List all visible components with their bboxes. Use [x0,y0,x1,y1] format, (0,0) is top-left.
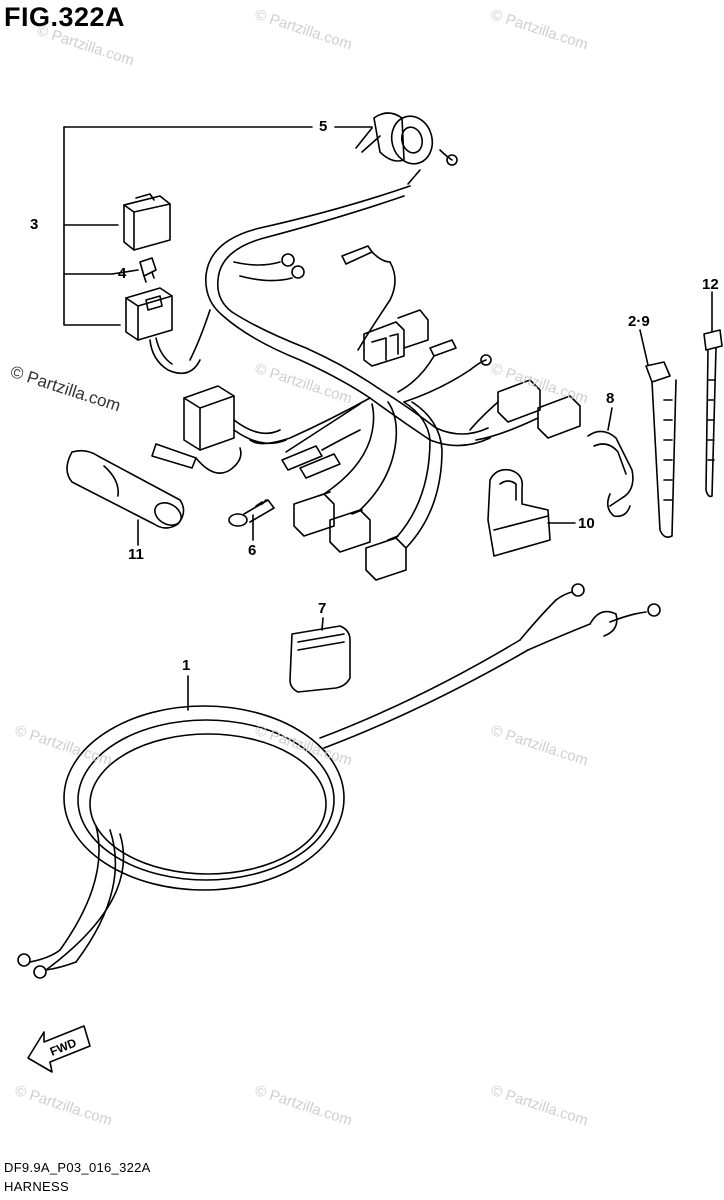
part-11-protector-tube [66,449,185,529]
left-pin-connector [151,443,242,474]
part-5-grommet [355,112,458,185]
callout-2-9: 2·9 [628,313,650,330]
relay-socket [125,287,201,375]
leader-lines [63,126,713,711]
figure-code: DF9.9A_P03_016_322A [4,1160,151,1175]
right-couplers [397,339,581,441]
upper-connector [341,245,396,351]
bullet-connectors [281,429,361,479]
callout-5: 5 [319,118,328,135]
left-coupler [183,385,287,451]
part-6-clip [228,499,275,527]
part-1-long-harness [17,583,661,979]
part-12-cable-tie [703,329,723,498]
callout-6: 6 [248,542,257,559]
callout-1: 1 [182,657,191,674]
callout-4: 4 [118,265,127,282]
callout-11: 11 [128,546,144,563]
main-harness-bundle [189,185,491,453]
callout-8: 8 [606,390,615,407]
fwd-arrow [27,1025,91,1073]
center-coupler [363,309,429,367]
figure-title: FIG.322A [4,2,126,32]
callout-7: 7 [318,600,327,617]
callout-10: 10 [578,515,595,532]
part-7-grommet [289,625,351,693]
callout-3: 3 [30,216,39,233]
part-8-clamp [587,430,634,518]
callout-12: 12 [702,276,719,293]
part-10-clamp [487,468,551,557]
part-2-9-cable-tie [645,361,677,538]
figure-name: HARNESS [4,1179,69,1194]
part-3-relay [123,193,171,251]
part-4-fuse [139,257,157,283]
lower-couplers [293,401,443,581]
